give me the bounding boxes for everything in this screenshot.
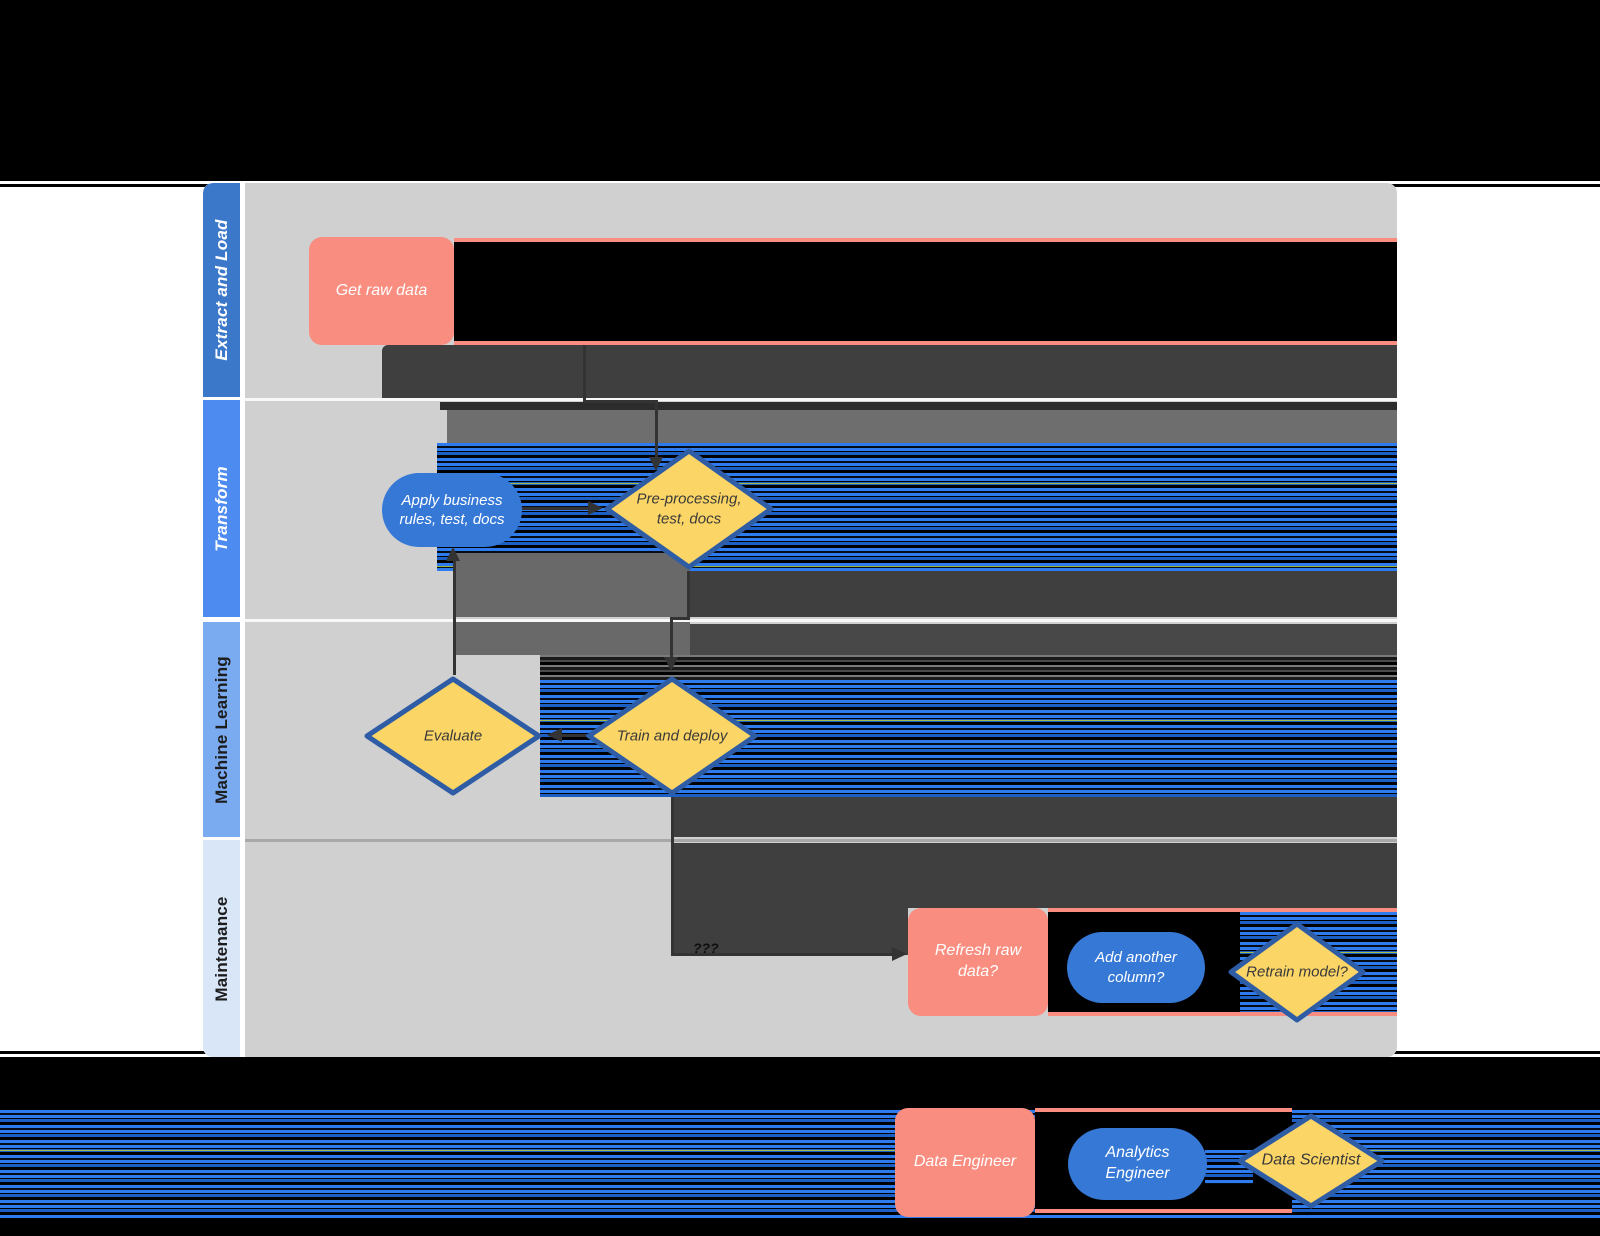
lane-extract-and-load: Extract and Load: [203, 183, 240, 397]
top-black-band: [0, 0, 1600, 181]
lane-divider: [245, 839, 1397, 842]
node-evaluate-label: Evaluate: [423, 727, 483, 745]
lane-machine-learning: Machine Learning: [203, 622, 240, 837]
node-apply-rules-label: Apply business rules, test, docs: [399, 491, 505, 529]
legend-analytics-engineer-label: Analytics Engineer: [1105, 1144, 1170, 1182]
node-refresh-raw-label: Refresh raw data?: [934, 942, 1022, 980]
edge-getraw-apply: [583, 345, 586, 403]
legend-analytics-engineer: Analytics Engineer: [1068, 1128, 1207, 1200]
node-add-column: Add another column?: [1067, 932, 1205, 1003]
arrowhead-into-train: [664, 657, 678, 671]
node-preprocessing-label: Pre-processing, test, docs: [636, 490, 742, 528]
glitch-strip-ml: [540, 655, 1397, 680]
glitch-block-ml-bottom: [672, 797, 1397, 837]
glitch-block-transform-top: [447, 410, 1397, 443]
glitch-block-transform-bottom-right: [690, 571, 1397, 617]
glitch-block-ml-top-right: [690, 624, 1397, 655]
glitch-block-maint-top: [672, 843, 1397, 908]
edge-train-evaluate: [561, 734, 586, 737]
edge-getraw-apply: [655, 400, 658, 457]
glitch-salmon-line: [1048, 1012, 1397, 1016]
legend-data-scientist: Data Scientist: [1236, 1112, 1386, 1210]
lane-transform: Transform: [203, 400, 240, 617]
diamond-shape: [586, 676, 758, 796]
node-retrain: Retrain model?: [1227, 920, 1367, 1024]
legend-data-scientist-label: Data Scientist: [1261, 1151, 1361, 1169]
edge-preproc-train: [687, 571, 690, 620]
lane-divider: [245, 398, 1397, 401]
arrowhead-into-preproc: [588, 501, 603, 515]
node-evaluate: Evaluate: [363, 675, 543, 797]
node-preprocessing: Pre-processing, test, docs: [603, 447, 775, 571]
glitch-block-ml-top-left: [453, 622, 690, 655]
node-get-raw-data-label: Get raw data: [335, 281, 428, 299]
diamond-shape: [1228, 921, 1366, 1023]
glitch-block-extract: [454, 238, 1397, 345]
node-refresh-raw: Refresh raw data?: [908, 908, 1048, 1016]
lane-maintenance: Maintenance: [203, 840, 240, 1057]
lane-divider: [245, 619, 1397, 622]
glitch-block-extract-bottom: [382, 345, 1397, 398]
legend-salmon-line: [1035, 1108, 1292, 1112]
arrowhead-into-apply-bottom: [446, 547, 460, 561]
node-train-deploy-label: Train and deploy: [616, 727, 728, 745]
edge-getraw-apply: [583, 400, 658, 403]
node-retrain-label: Retrain model?: [1246, 963, 1348, 981]
glitch-strip-transform: [440, 402, 1397, 410]
arrowhead-into-refresh: [892, 947, 907, 961]
edge-gap-label: ???: [693, 940, 719, 956]
lane-extract-and-load-label: Extract and Load: [211, 219, 231, 361]
edge-apply-preproc: [522, 507, 590, 510]
node-apply-rules: Apply business rules, test, docs: [382, 473, 522, 547]
diamond-shape: [604, 448, 774, 570]
node-add-column-label: Add another column?: [1095, 949, 1177, 986]
glitch-block-transform-bottom-left: [455, 553, 690, 617]
lane-machine-learning-label: Machine Learning: [211, 655, 231, 804]
edge-train-refresh: [671, 953, 893, 956]
node-get-raw-data: Get raw data: [309, 237, 454, 345]
edge-evaluate-apply: [453, 561, 456, 675]
legend-data-engineer: Data Engineer: [895, 1108, 1035, 1217]
lane-maintenance-label: Maintenance: [211, 895, 231, 1002]
swimlane-diagram: Extract and Load Transform Machine Learn…: [203, 183, 1397, 1057]
edge-preproc-train: [670, 617, 690, 620]
node-train-deploy: Train and deploy: [585, 675, 759, 797]
lane-header-column: Extract and Load Transform Machine Learn…: [203, 183, 245, 1057]
diamond-shape: [1237, 1113, 1385, 1209]
legend-salmon-line: [1035, 1209, 1292, 1213]
edge-train-refresh: [671, 797, 674, 955]
diamond-shape: [364, 676, 542, 796]
arrowhead-into-apply: [649, 457, 663, 471]
arrowhead-into-evaluate: [547, 728, 562, 742]
legend-data-engineer-label: Data Engineer: [913, 1153, 1017, 1171]
lane-transform-label: Transform: [211, 465, 231, 552]
edge-preproc-train: [670, 617, 673, 657]
glitch-salmon-line: [1048, 908, 1397, 912]
